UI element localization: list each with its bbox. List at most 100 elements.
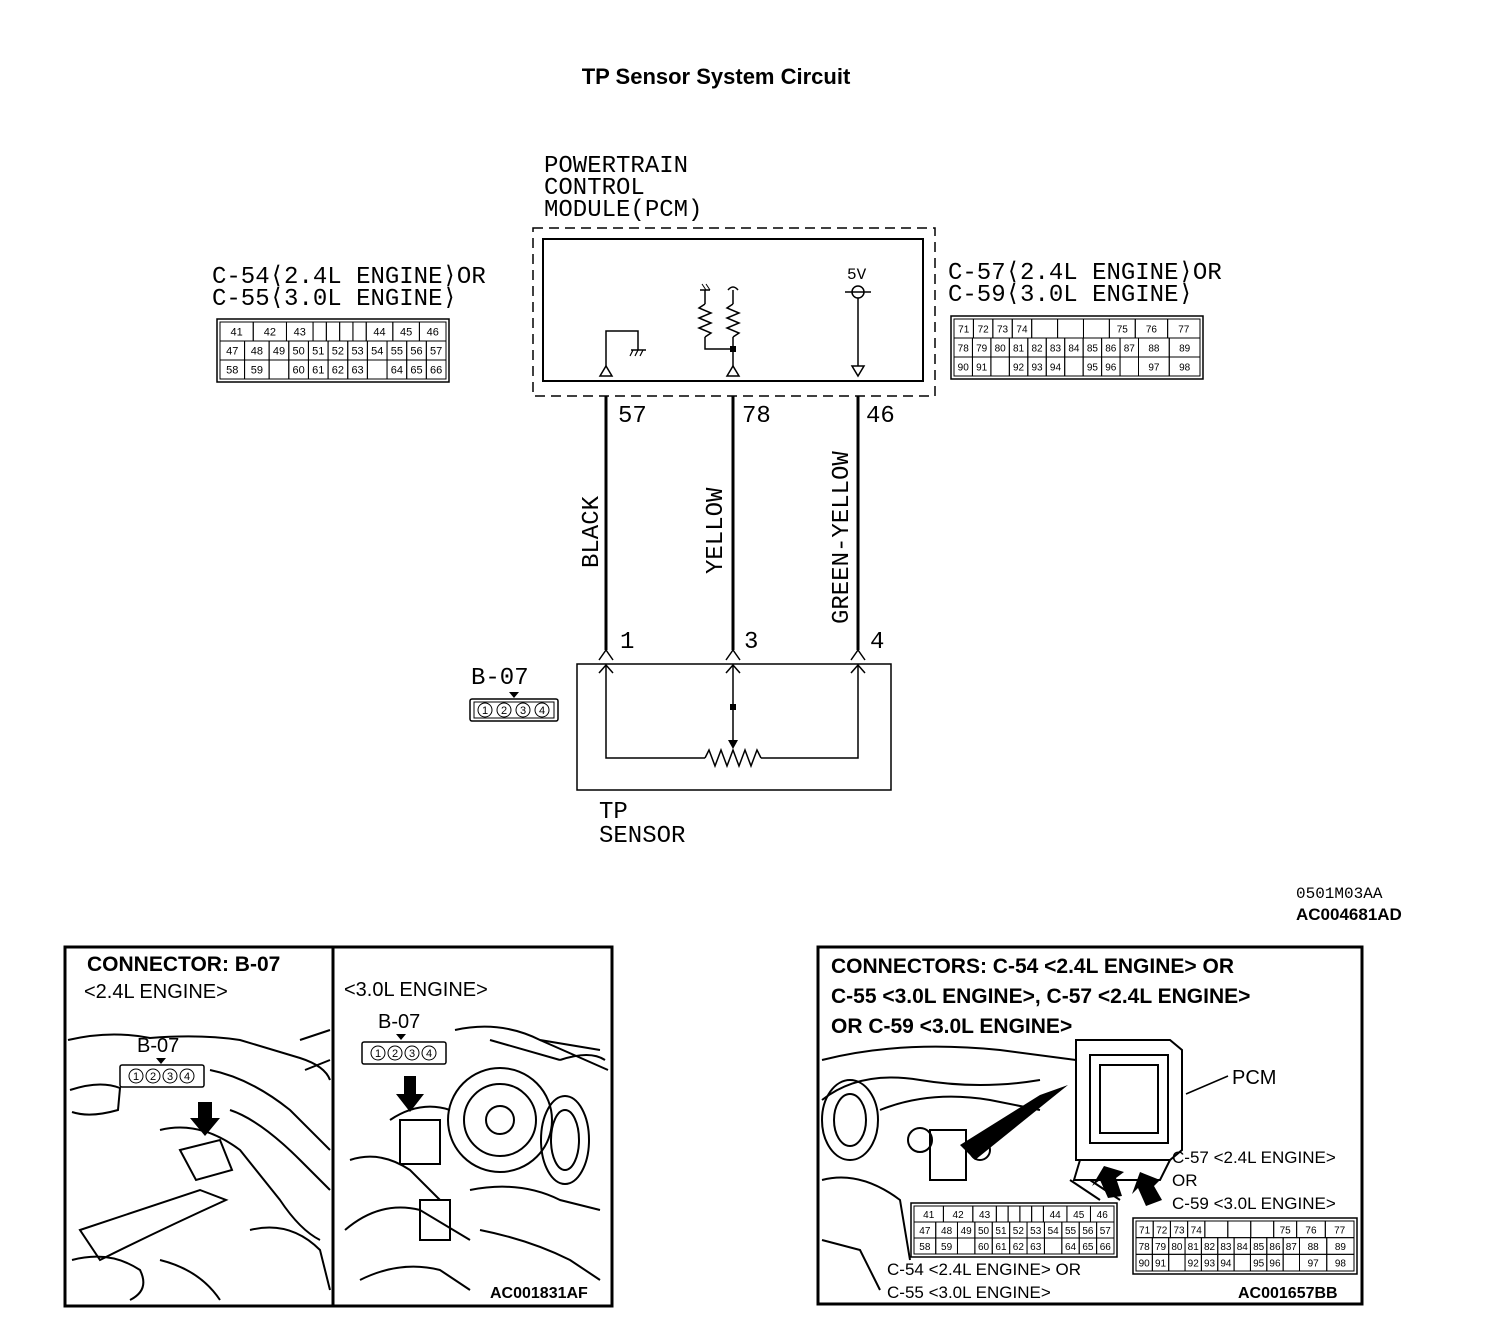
c57-cell (1064, 356, 1084, 377)
panel-left-sub-24: <2.4L ENGINE> (84, 981, 228, 1003)
panel-c57-pin-75: 75 (1280, 1225, 1292, 1236)
sensor-pin-1: 1 (620, 629, 634, 656)
c54-pin-64: 64 (391, 365, 403, 377)
panel-b-pin-4: 4 (426, 1048, 432, 1060)
panel-c54-pin-44: 44 (1050, 1210, 1062, 1221)
c57-pin-93: 93 (1031, 363, 1043, 374)
panel-right-code: AC001657BB (1238, 1285, 1338, 1302)
panel-c54-pin-41: 41 (923, 1210, 935, 1221)
panel-c54-pin-51: 51 (995, 1226, 1007, 1237)
panel-c57-pin-97: 97 (1308, 1259, 1320, 1270)
c57-pin-90: 90 (958, 363, 970, 374)
c57-cell (1057, 318, 1084, 339)
panel-c57-pin-73: 73 (1173, 1225, 1185, 1236)
pcm-label-line1: POWERTRAIN (544, 153, 688, 180)
panel-left-conn-label-b: B-07 (378, 1011, 420, 1033)
b07-pin-1: 1 (482, 705, 488, 717)
panel-c57-pin-91: 91 (1155, 1259, 1167, 1270)
panel-c57-pin-80: 80 (1171, 1242, 1183, 1253)
figure-code-1: 0501M03AA (1296, 885, 1383, 903)
panel-left-connector-b: 1 2 3 4 (361, 1034, 447, 1065)
panel-left-sub-30: <3.0L ENGINE> (344, 979, 488, 1001)
panel-c57-pin-81: 81 (1188, 1242, 1200, 1253)
right-connector-label-line1: C-57⟨2.4L ENGINE⟩OR (948, 260, 1222, 287)
b07-pin-2: 2 (501, 705, 507, 717)
c57-pin-87: 87 (1124, 344, 1136, 355)
panel-c57-pin-85: 85 (1253, 1242, 1265, 1253)
c54-pin-58: 58 (226, 365, 238, 377)
c54-pin-60: 60 (292, 365, 304, 377)
panel-c57-pin-96: 96 (1269, 1259, 1281, 1270)
c54-pin-47: 47 (226, 346, 238, 358)
right-connector-label-line2: C-59⟨3.0L ENGINE⟩ (948, 282, 1193, 309)
c54-pin-62: 62 (332, 365, 344, 377)
panel-c57-pin-92: 92 (1188, 1259, 1200, 1270)
panel-c54-pin-48: 48 (941, 1226, 953, 1237)
pcm-pin-78: 78 (742, 403, 771, 430)
panel-a-pin-4: 4 (184, 1071, 190, 1083)
c57-pin-73: 73 (997, 325, 1009, 336)
c57-pin-74: 74 (1016, 325, 1028, 336)
panel-right-header-3: OR C-59 <3.0L ENGINE> (831, 1015, 1072, 1038)
c57-pin-72: 72 (978, 325, 990, 336)
c54-pin-54: 54 (371, 346, 383, 358)
voltage-label: 5V (847, 266, 867, 284)
c57-pin-97: 97 (1148, 363, 1160, 374)
tp-sensor-label-line2: SENSOR (599, 823, 685, 850)
panel-right-label-or: OR (1172, 1171, 1198, 1190)
c57-pin-91: 91 (976, 363, 988, 374)
c54-pin-57: 57 (430, 346, 442, 358)
panel-c54-pin-55: 55 (1065, 1226, 1077, 1237)
connector-pcm-location-panel: CONNECTORS: C-54 <2.4L ENGINE> OR C-55 <… (816, 945, 1364, 1306)
tp-sensor-internals (598, 648, 866, 769)
panel-c57-pin-72: 72 (1156, 1225, 1168, 1236)
c57-cell (1082, 318, 1110, 339)
c54-pin-53: 53 (351, 346, 363, 358)
tp-sensor-box (576, 663, 892, 791)
pcm-signal-input (697, 283, 741, 377)
c57-pin-86: 86 (1105, 344, 1117, 355)
c57-pin-96: 96 (1105, 363, 1117, 374)
pcm-unit-illustration (1069, 1039, 1229, 1206)
panel-c54-cell (956, 1237, 976, 1255)
pcm-inner-box (542, 238, 924, 382)
panel-c57-pin-93: 93 (1204, 1259, 1216, 1270)
panel-c54-pin-43: 43 (979, 1210, 991, 1221)
b07-pin-4: 4 (539, 705, 545, 717)
c57-cell (1031, 318, 1059, 339)
c54-pin-59: 59 (251, 365, 263, 377)
panel-c57-pin-94: 94 (1220, 1259, 1232, 1270)
panel-a-pin-2: 2 (150, 1071, 156, 1083)
c57-pin-85: 85 (1087, 344, 1099, 355)
c54-cell (339, 321, 354, 342)
c57-pin-94: 94 (1050, 363, 1062, 374)
c54-pin-66: 66 (430, 365, 442, 377)
sensor-connector-label: B-07 (471, 665, 529, 692)
c57-pin-78: 78 (958, 344, 970, 355)
panel-c54-pin-47: 47 (919, 1226, 931, 1237)
engine-30-illustration (344, 1025, 609, 1291)
c57-cell (990, 356, 1010, 377)
panel-right-label-c55: C-55 <3.0L ENGINE> (887, 1283, 1051, 1302)
c57-pin-80: 80 (995, 344, 1007, 355)
panel-c54-pin-54: 54 (1048, 1226, 1060, 1237)
engine-24-illustration (67, 1029, 331, 1301)
sensor-pin-3: 3 (744, 629, 758, 656)
pcm-unit-label: PCM (1232, 1067, 1276, 1089)
c54-cell (268, 359, 290, 380)
panel-c54-cell (1043, 1237, 1063, 1255)
c54-pin-63: 63 (351, 365, 363, 377)
panel-c57-pin-89: 89 (1335, 1242, 1347, 1253)
panel-right-header-1: CONNECTORS: C-54 <2.4L ENGINE> OR (831, 955, 1234, 978)
diagram-title: TP Sensor System Circuit (582, 64, 851, 89)
panel-c57-pin-88: 88 (1308, 1242, 1320, 1253)
panel-c57-pin-84: 84 (1237, 1242, 1249, 1253)
c54-cell (425, 359, 447, 380)
panel-c54-cell (1019, 1205, 1033, 1223)
panel-c57-pin-82: 82 (1204, 1242, 1216, 1253)
panel-c54-pin-60: 60 (978, 1242, 990, 1253)
panel-c54-frame (910, 1202, 1118, 1258)
pcm-pin-46: 46 (866, 403, 895, 430)
panel-right-header-2: C-55 <3.0L ENGINE>, C-57 <2.4L ENGINE> (831, 985, 1250, 1008)
